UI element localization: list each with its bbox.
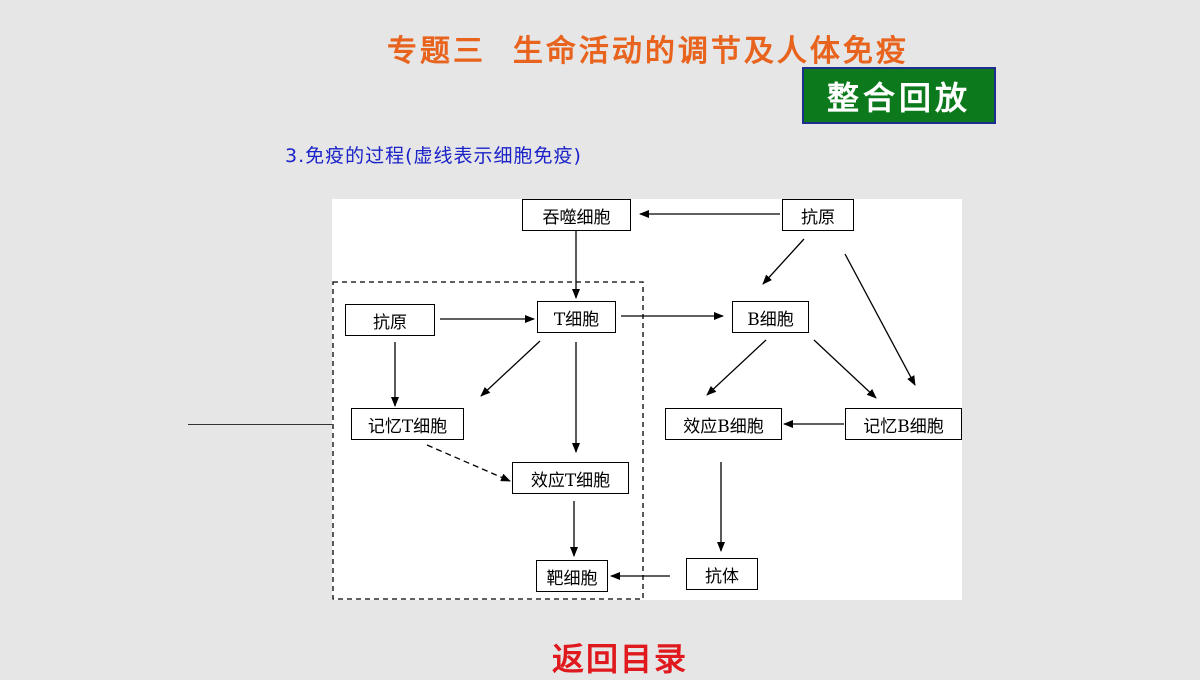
node-antigen-left: 抗原 — [345, 304, 435, 336]
diagram-caption: 3.免疫的过程(虚线表示细胞免疫) — [285, 145, 582, 167]
immune-process-diagram: 吞噬细胞 抗原 抗原 T细胞 B细胞 记忆T细胞 效应B细胞 记忆B细胞 效应T… — [332, 199, 962, 600]
lead-line — [188, 424, 332, 425]
diagram-connectors — [332, 210, 916, 600]
arrow-antigen-to-bcell — [762, 238, 805, 285]
arrow-bcell-to-memoryb — [813, 339, 877, 399]
node-b-cell: B细胞 — [732, 301, 809, 333]
arrow-bcell-to-effectorb — [706, 339, 767, 396]
section-badge[interactable]: 整合回放 — [802, 67, 996, 124]
arrow-antigen-to-memoryb — [844, 253, 916, 386]
node-memory-b-cell: 记忆B细胞 — [845, 408, 962, 440]
node-antibody: 抗体 — [686, 558, 758, 590]
node-t-cell: T细胞 — [537, 301, 616, 333]
node-phagocyte: 吞噬细胞 — [522, 199, 631, 231]
node-antigen-top: 抗原 — [782, 199, 854, 231]
arrow-tcell-to-memoryt — [480, 340, 541, 397]
page-title: 专题三 生命活动的调节及人体免疫 — [387, 34, 909, 69]
cellular-immunity-region — [332, 281, 644, 600]
back-to-contents-link[interactable]: 返回目录 — [551, 640, 688, 678]
node-effector-t-cell: 效应T细胞 — [512, 462, 629, 494]
arrow-memoryt-to-effectort — [426, 444, 511, 482]
node-target-cell: 靶细胞 — [536, 560, 608, 592]
node-effector-b-cell: 效应B细胞 — [665, 408, 782, 440]
node-memory-t-cell: 记忆T细胞 — [351, 408, 464, 440]
